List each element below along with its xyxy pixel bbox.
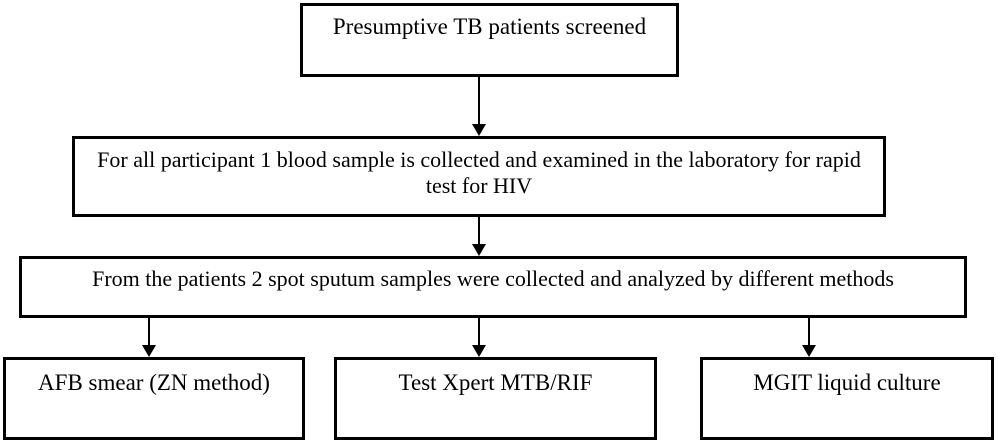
flow-node-presumptive-tb-screened: Presumptive TB patients screened [300, 3, 679, 77]
flow-node-mgit-liquid-culture: MGIT liquid culture [700, 357, 994, 440]
down-arrow-icon [142, 345, 156, 357]
flow-node-afb-smear-zn-method: AFB smear (ZN method) [3, 357, 305, 440]
connector-line [478, 77, 480, 124]
flow-node-test-xpert-mtb-rif: Test Xpert MTB/RIF [334, 357, 657, 440]
down-arrow-icon [472, 345, 486, 357]
down-arrow-icon [802, 345, 816, 357]
flow-node-label: For all participant 1 blood sample is co… [97, 147, 861, 198]
connector-line [478, 318, 480, 345]
connector-line [148, 318, 150, 345]
flow-node-blood-sample-hiv-test: For all participant 1 blood sample is co… [72, 136, 886, 217]
flow-node-label: Test Xpert MTB/RIF [398, 370, 593, 395]
connector-line [478, 217, 480, 244]
flow-node-label: MGIT liquid culture [753, 370, 941, 395]
connector-line [808, 318, 810, 345]
flow-node-label: From the patients 2 spot sputum samples … [92, 266, 894, 291]
down-arrow-icon [472, 244, 486, 256]
down-arrow-icon [472, 124, 486, 136]
flow-node-label: Presumptive TB patients screened [332, 14, 647, 39]
flow-node-sputum-samples-collected: From the patients 2 spot sputum samples … [19, 256, 967, 318]
flow-node-label: AFB smear (ZN method) [38, 370, 270, 395]
